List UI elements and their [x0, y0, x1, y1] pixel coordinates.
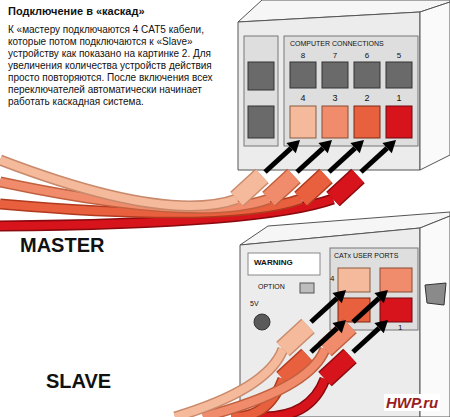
rj45-plug: [283, 326, 308, 349]
rj45-plug: [301, 176, 326, 199]
slave-arrows: [311, 290, 388, 352]
arrow-shaft: [297, 148, 323, 172]
arrow-head: [332, 320, 346, 333]
rj45-port: [354, 106, 380, 138]
rj45-port: [386, 106, 412, 138]
port-frame: [284, 36, 418, 146]
watermark: HWP.ru: [384, 394, 440, 411]
arrow-shaft: [361, 148, 387, 172]
port-number: 8: [293, 51, 313, 60]
port-number: 1: [398, 323, 402, 332]
warning-sticker: [248, 253, 320, 275]
rj45-plug: [325, 356, 350, 379]
device-front: [238, 12, 420, 170]
port-number: 3: [325, 93, 345, 103]
cable: [175, 349, 283, 417]
master-cables: [0, 160, 358, 226]
arrow-head: [350, 140, 364, 153]
master-arrows: [265, 140, 396, 172]
panel-label: CATx USER PORTS: [334, 252, 398, 260]
arrow-shaft: [353, 328, 379, 352]
slave-switch: [240, 212, 450, 417]
rj45-port: [322, 62, 348, 88]
arrow-head: [318, 140, 332, 153]
port-frame: [244, 36, 278, 146]
arrow-head: [374, 290, 388, 303]
power-socket: [254, 314, 270, 330]
arrow-shaft: [311, 328, 337, 352]
port-number: 4: [293, 93, 313, 103]
heading: Подключение в «каскад»: [8, 5, 145, 17]
arrow-head: [374, 320, 388, 333]
rj45-plug: [269, 176, 294, 199]
device-role-label: SLAVE: [46, 370, 111, 393]
rj45-plug: [283, 326, 308, 349]
rj45-plug: [333, 176, 358, 199]
device-side: [420, 2, 450, 170]
option-switch: [300, 283, 314, 293]
arrow-shaft: [329, 148, 355, 172]
rj45-port: [338, 268, 370, 292]
arrow-shaft: [311, 298, 337, 322]
arrow-shaft: [265, 148, 291, 172]
device-front: [240, 228, 420, 417]
warning-label: WARNING: [254, 258, 293, 267]
cable: [203, 349, 325, 417]
port-number: 2: [357, 93, 377, 103]
rj45-plug: [301, 176, 326, 199]
device-role-label: MASTER: [20, 234, 104, 257]
rj45-plug: [333, 176, 358, 199]
rj45-port: [380, 268, 412, 292]
rj45-plug: [325, 356, 350, 379]
slave-cables: [175, 326, 350, 417]
switch-label: OPTION: [258, 283, 285, 291]
rj45-plug: [269, 176, 294, 199]
port-number: 7: [325, 51, 345, 60]
rj45-port: [380, 298, 412, 322]
arrow-head: [286, 140, 300, 153]
port-number: 1: [389, 93, 409, 103]
arrow-head: [382, 140, 396, 153]
cable: [0, 160, 237, 206]
rj45-plug: [237, 176, 262, 199]
port-number: 6: [357, 51, 377, 60]
rj45-port: [248, 106, 274, 138]
rj45-port: [322, 106, 348, 138]
port-frame: [330, 248, 418, 330]
db9-connector: [425, 283, 446, 305]
rj45-port: [290, 62, 316, 88]
port-number: 5: [389, 51, 409, 60]
arrow-shaft: [353, 298, 379, 322]
master-switch: [238, 0, 450, 170]
panel-label: COMPUTER CONNECTIONS: [290, 40, 384, 48]
arrow-head: [332, 290, 346, 303]
cable: [203, 349, 325, 417]
cable: [0, 160, 237, 206]
device-side: [420, 216, 450, 417]
rj45-port: [386, 62, 412, 88]
rj45-port: [290, 106, 316, 138]
power-label: 5V: [250, 300, 259, 308]
rj45-plug: [237, 176, 262, 199]
port-number: 4: [330, 274, 334, 283]
cable: [175, 349, 283, 417]
description-text: К «мастеру подключаются 4 CAT5 кабели, к…: [8, 24, 234, 108]
rj45-port: [354, 62, 380, 88]
rj45-port: [248, 62, 274, 90]
